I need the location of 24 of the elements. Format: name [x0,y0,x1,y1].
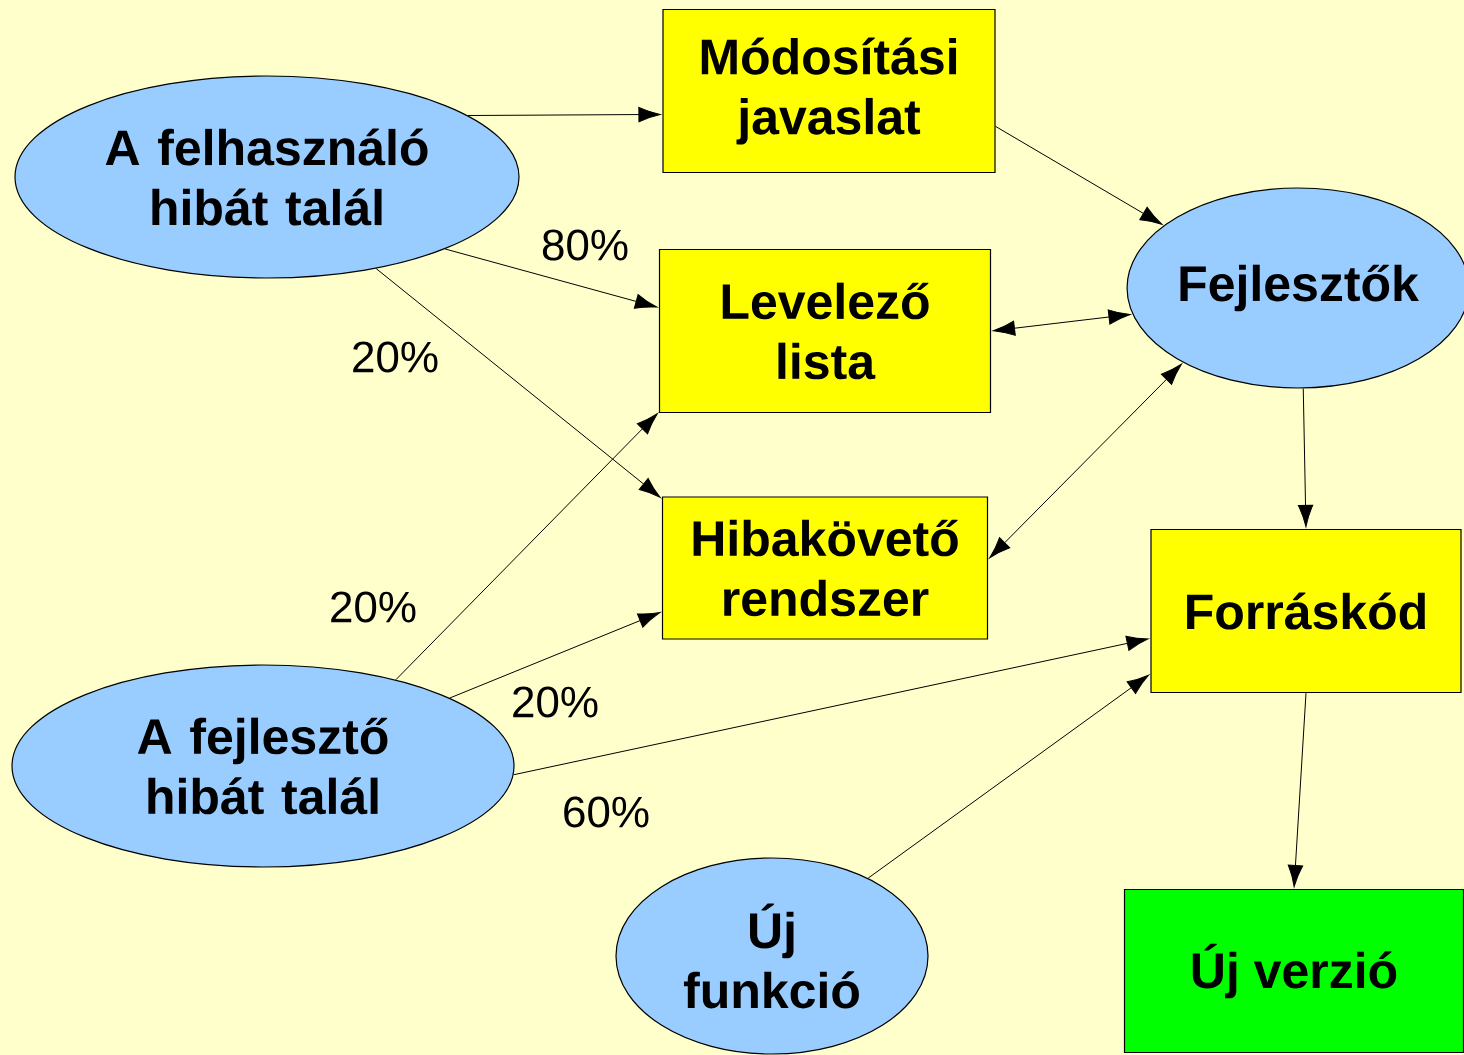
arrow [395,413,658,681]
arrow [1287,692,1307,888]
edge-label: 80% [538,227,632,263]
process-box: Forráskód [1150,528,1462,694]
arrow [375,268,661,498]
edge-label: 20% [326,589,420,625]
oval-node: Új funkció [615,857,929,1055]
oval-node: Fejlesztők [1126,187,1464,389]
arrow [995,125,1163,225]
arrow [513,635,1149,776]
process-box: Módosítási javaslat [662,8,996,174]
arrow [444,248,658,309]
arrow [867,674,1150,879]
arrow [467,106,661,123]
edge-label: 20% [349,339,442,375]
arrow [449,612,661,699]
result-box: Új verzió [1123,888,1464,1054]
process-box: Hibakövető rendszer [661,496,989,640]
edge-label: 60% [559,794,653,830]
process-box: Levelező lista [658,248,992,414]
oval-node: A felhasználó hibát talál [14,75,520,279]
arrow [989,363,1182,559]
arrow [1297,388,1314,528]
arrow [992,309,1131,336]
